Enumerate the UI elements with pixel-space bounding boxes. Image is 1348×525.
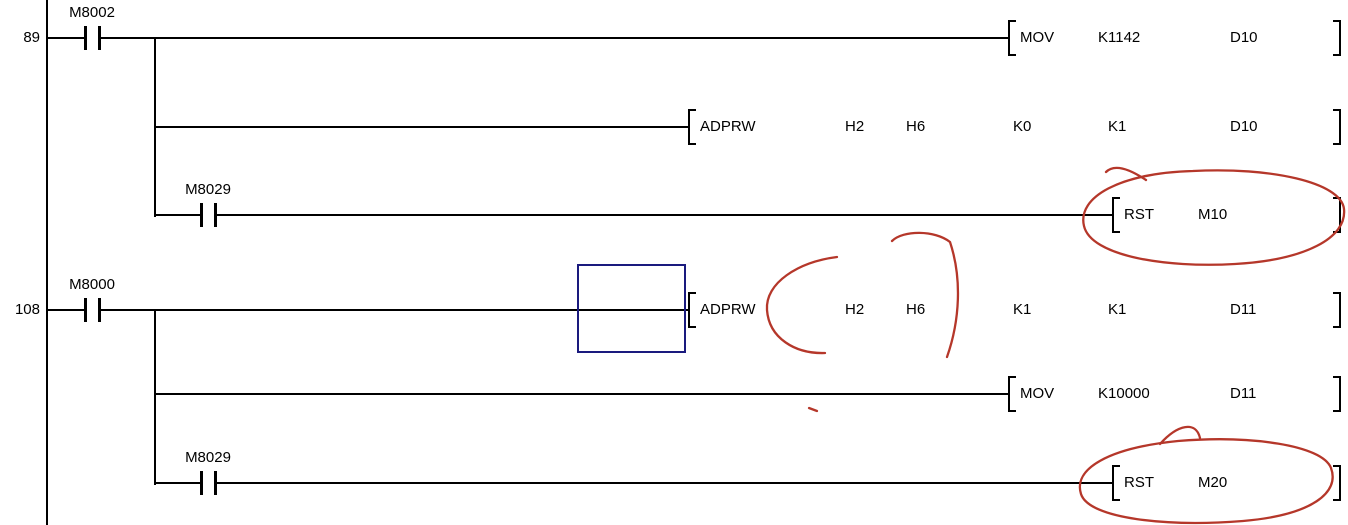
rung-number-89: 89 [23,29,40,46]
instruction-mov-rung89[interactable]: MOV K1142 D10 [1008,20,1341,56]
operand: D11 [1230,385,1257,402]
wire-branch [154,309,156,485]
operand: H2 [845,301,865,318]
wire-segment [217,214,1112,216]
wire-segment [156,482,200,484]
contact-label: M8000 [69,276,115,293]
contact-m8000[interactable] [84,298,101,322]
wire-segment [101,309,688,311]
contact-label: M8029 [185,449,231,466]
left-bracket [1112,197,1120,233]
wire-branch [154,37,156,217]
contact-m8002[interactable] [84,26,101,50]
instruction-adprw-rung108[interactable]: ADPRW H2 H6 K1 K1 D11 [688,292,1341,328]
rung-number-108: 108 [14,301,40,318]
opcode: MOV [1020,385,1055,402]
contact-label: M8029 [185,181,231,198]
instruction-rst-rung108[interactable]: RST M20 [1112,465,1341,501]
operand: K1 [1108,301,1127,318]
operand: K1 [1108,118,1127,135]
right-bracket [1333,376,1341,412]
contact-m8029-rung108[interactable] [200,471,217,495]
wire-segment [156,214,200,216]
left-bracket [1008,20,1016,56]
opcode: RST [1124,206,1154,223]
wire-segment [101,37,1008,39]
red-circle-tail [1104,166,1148,182]
contact-m8029-rung89[interactable] [200,203,217,227]
operand: K1 [1013,301,1032,318]
wire-segment [48,309,84,311]
operand: K1142 [1098,29,1141,46]
opcode: MOV [1020,29,1055,46]
wire-segment [156,126,688,128]
instruction-rst-rung89[interactable]: RST M10 [1112,197,1341,233]
wire-segment [217,482,1112,484]
instruction-mov-rung108[interactable]: MOV K10000 D11 [1008,376,1341,412]
wire-segment [48,37,84,39]
right-bracket [1333,197,1341,233]
operand: K10000 [1098,385,1150,402]
red-circle-peak [1158,425,1202,446]
left-bracket [1008,376,1016,412]
wire-segment [156,393,1008,395]
operand: D11 [1230,301,1257,318]
left-bracket [1112,465,1120,501]
operand: D10 [1230,118,1258,135]
red-dash [807,406,819,413]
operand: K0 [1013,118,1032,135]
operand: M20 [1198,474,1228,491]
opcode: ADPRW [700,118,756,135]
left-bracket [688,109,696,145]
right-bracket [1333,109,1341,145]
opcode: RST [1124,474,1154,491]
right-bracket [1333,292,1341,328]
right-bracket [1333,465,1341,501]
operand: H6 [906,301,926,318]
contact-label: M8002 [69,4,115,21]
opcode: ADPRW [700,301,756,318]
operand: H6 [906,118,926,135]
left-power-rail [46,0,48,525]
operand: D10 [1230,29,1258,46]
instruction-adprw-rung89[interactable]: ADPRW H2 H6 K0 K1 D10 [688,109,1341,145]
left-bracket [688,292,696,328]
right-bracket [1333,20,1341,56]
operand: H2 [845,118,865,135]
operand: M10 [1198,206,1228,223]
